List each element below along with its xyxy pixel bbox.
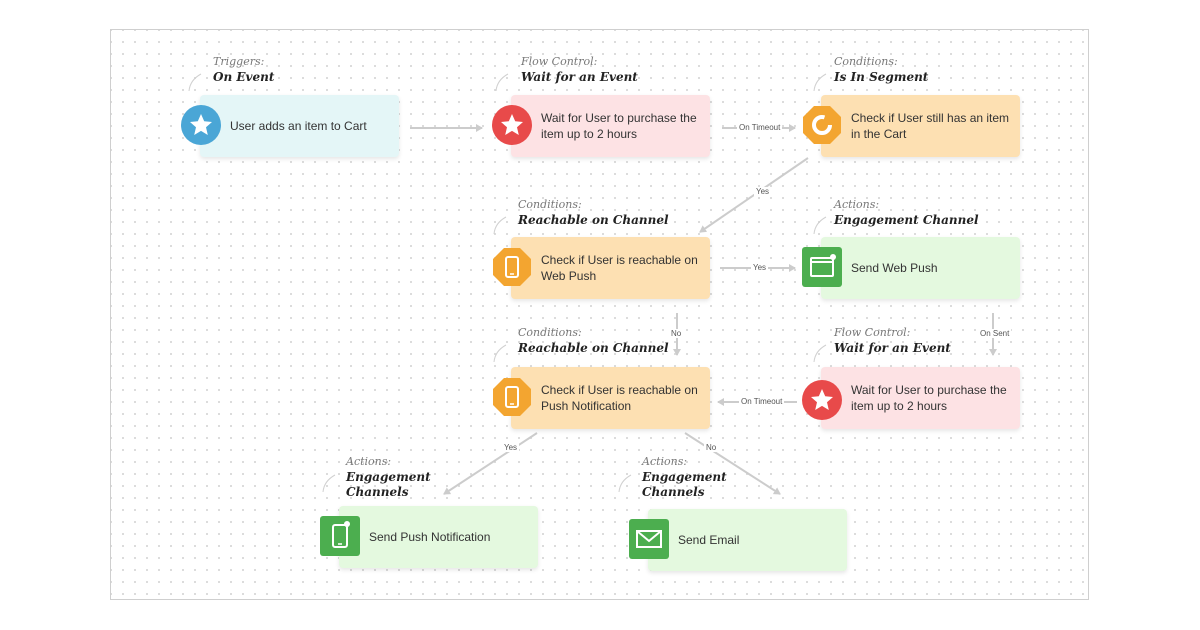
node-type-label: Engagement Channel — [834, 213, 979, 227]
node-text: Send Push Notification — [369, 530, 491, 544]
node-category-label: Conditions: — [518, 198, 582, 211]
node-text: User adds an item to Cart — [230, 119, 367, 133]
browser-window-icon — [802, 247, 842, 287]
node-webpush-card[interactable]: Send Web Push — [821, 237, 1020, 299]
node-category-label: Triggers: — [213, 55, 265, 68]
edge-label-on-timeout: On Timeout — [739, 397, 785, 406]
node-text: Check if User is reachable on Web Push — [541, 253, 698, 283]
node-type-label: Engagement Channels — [642, 470, 727, 499]
node-text: Wait for User to purchase the item up to… — [851, 383, 1007, 413]
edge-label-on-timeout: On Timeout — [737, 123, 783, 132]
mobile-phone-icon — [320, 516, 360, 556]
node-category-label: Actions: — [642, 455, 688, 468]
node-text: Check if User is reachable on Push Notif… — [541, 383, 698, 413]
node-wait-card[interactable]: Wait for User to purchase the item up to… — [821, 367, 1020, 429]
node-category-label: Flow Control: — [521, 55, 598, 68]
node-type-label: Wait for an Event — [521, 70, 638, 84]
node-pushnotif-card[interactable]: Send Push Notification — [339, 506, 538, 568]
edge-label-no: No — [669, 329, 684, 338]
node-reachable-card[interactable]: Check if User is reachable on Push Notif… — [511, 367, 710, 429]
edge-label-on-sent: On Sent — [978, 329, 1012, 338]
node-type-label: Wait for an Event — [834, 341, 951, 355]
node-segment-card[interactable]: Check if User still has an item in the C… — [821, 95, 1020, 157]
node-type-label: On Event — [213, 70, 275, 84]
node-type-label: Reachable on Channel — [518, 341, 669, 355]
node-wait-card[interactable]: Wait for User to purchase the item up to… — [511, 95, 710, 157]
node-text: Check if User still has an item in the C… — [851, 111, 1010, 141]
star-icon — [181, 105, 221, 145]
mobile-phone-icon — [492, 377, 532, 417]
segment-ring-icon — [802, 105, 842, 145]
node-category-label: Flow Control: — [834, 326, 911, 339]
node-type-label: Engagement Channels — [346, 470, 431, 499]
node-text: Send Email — [678, 533, 740, 547]
node-text: Wait for User to purchase the item up to… — [541, 111, 697, 141]
edge-label-yes: Yes — [751, 263, 769, 272]
node-trigger-card[interactable]: User adds an item to Cart — [200, 95, 399, 157]
edge-label-yes: Yes — [502, 443, 520, 452]
node-category-label: Actions: — [346, 455, 392, 468]
envelope-icon — [629, 519, 669, 559]
mobile-phone-icon — [492, 247, 532, 287]
star-icon — [802, 380, 842, 420]
node-email-card[interactable]: Send Email — [648, 509, 847, 571]
edge-label-yes: Yes — [754, 187, 772, 196]
node-text: Send Web Push — [851, 261, 938, 275]
node-type-label: Is In Segment — [834, 70, 929, 84]
edge-label-no: No — [704, 443, 719, 452]
node-category-label: Actions: — [834, 198, 880, 211]
node-reachable-card[interactable]: Check if User is reachable on Web Push — [511, 237, 710, 299]
node-type-label: Reachable on Channel — [518, 213, 669, 227]
node-category-label: Conditions: — [834, 55, 898, 68]
star-icon — [492, 105, 532, 145]
node-category-label: Conditions: — [518, 326, 582, 339]
